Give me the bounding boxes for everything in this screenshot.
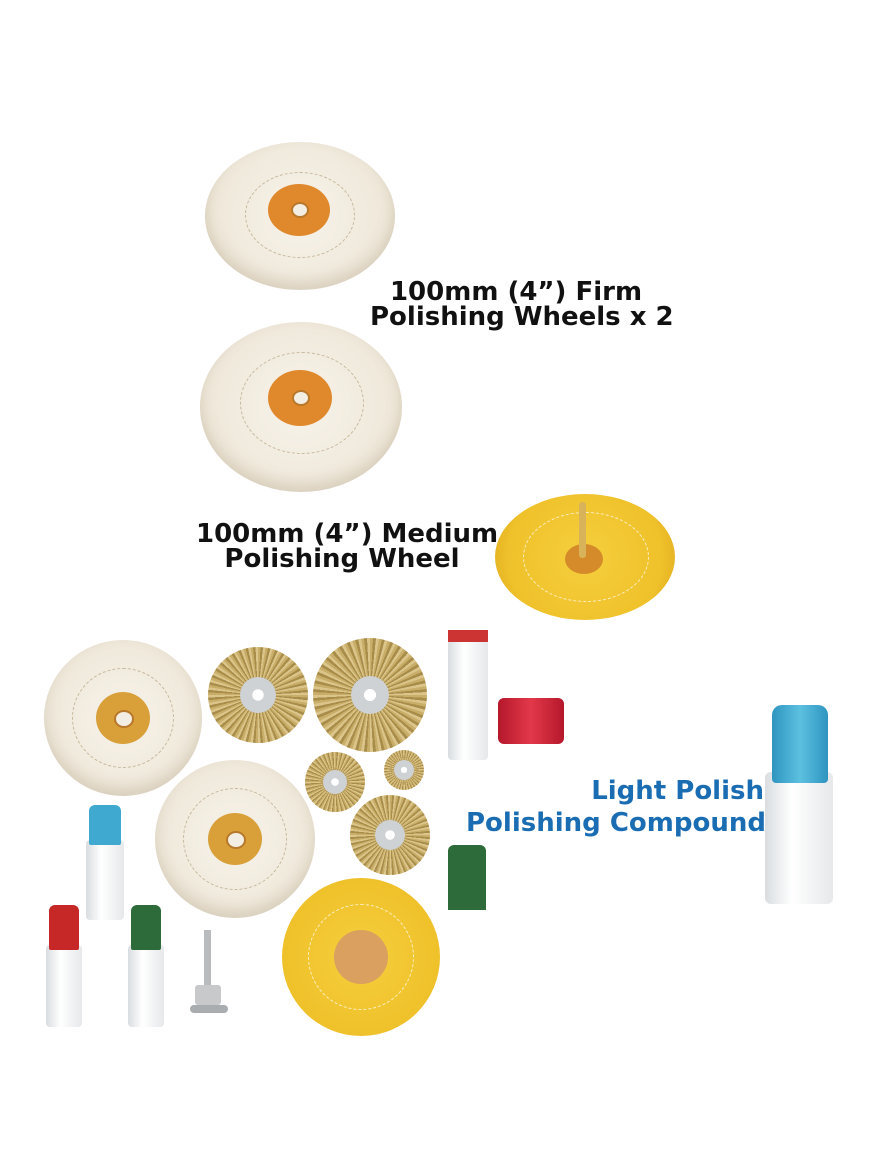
wire-brush-5 <box>350 795 430 875</box>
wire-brush-4 <box>384 750 424 790</box>
compound-caption-line1: Light Polish <box>591 776 764 806</box>
firm-wheel-caption: 100mm (4”) Firm Polishing Wheels x 2 <box>370 277 674 332</box>
compound-caption-line2: Polishing Compound <box>466 808 766 838</box>
firm-caption-line1: 100mm (4”) Firm <box>389 277 643 307</box>
medium-caption-line2: Polishing Wheel <box>224 544 460 574</box>
kit-cotton-wheel-2 <box>155 760 315 918</box>
medium-wheel-caption: 100mm (4”) Medium Polishing Wheel <box>196 519 499 574</box>
compound-caption: Light Polish Polishing Compound <box>466 775 766 839</box>
firm-caption-line2: Polishing Wheels x 2 <box>370 302 674 332</box>
firm-polishing-wheel-2 <box>200 322 402 492</box>
wire-brush-2 <box>313 638 427 752</box>
kit-yellow-wheel <box>282 878 440 1036</box>
kit-cotton-wheel-1 <box>44 640 202 796</box>
wire-brush-1 <box>208 647 308 743</box>
medium-caption-line1: 100mm (4”) Medium <box>196 519 499 549</box>
wire-brush-3 <box>305 752 365 812</box>
firm-polishing-wheel-1 <box>205 142 395 290</box>
red-cap <box>498 698 564 744</box>
green-compound-cropped <box>448 845 486 910</box>
medium-polishing-wheel <box>495 494 675 620</box>
